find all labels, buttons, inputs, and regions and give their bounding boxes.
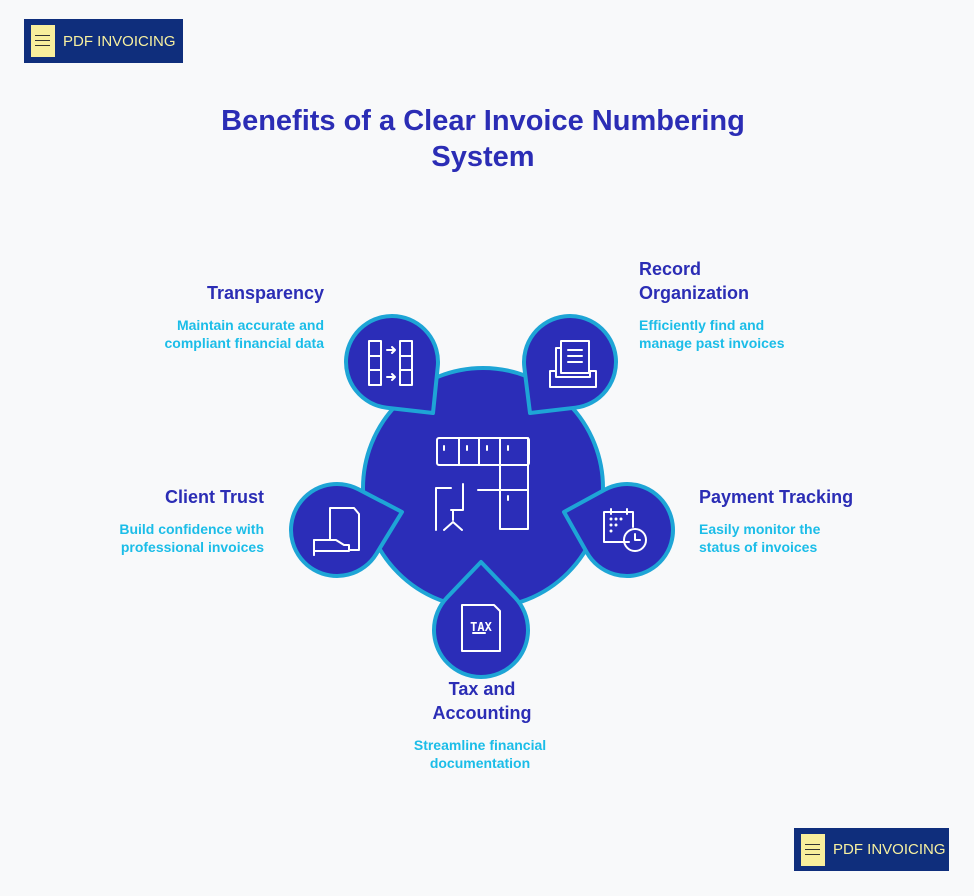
logo-text: PDF INVOICING <box>833 841 946 858</box>
tax-document-icon <box>461 604 501 652</box>
data-transfer-icon <box>368 340 413 386</box>
benefit-title-record-organization: Record Organization <box>639 259 750 303</box>
logo-bottom: PDF INVOICING <box>794 828 949 871</box>
benefit-desc-record-organization: Efficiently find and manage past invoice… <box>639 317 785 351</box>
benefit-desc-client-trust: Build confidence with professional invoi… <box>119 521 264 555</box>
petal-tax-and-accounting <box>432 560 530 679</box>
petal-payment-tracking <box>562 482 675 578</box>
benefit-desc-transparency: Maintain accurate and compliant financia… <box>164 317 324 351</box>
benefit-title-tax-accounting: Tax and Accounting <box>432 679 532 723</box>
calendar-clock-icon <box>603 508 647 552</box>
petal-client-trust <box>289 482 404 578</box>
benefit-desc-tax-accounting: Streamline financial documentation <box>413 737 547 771</box>
petal-record-organization <box>522 314 618 415</box>
logo-top: PDF INVOICING <box>24 19 183 63</box>
benefit-title-payment-tracking: Payment Tracking <box>699 487 854 507</box>
logo-doc-icon <box>801 833 825 866</box>
benefit-desc-payment-tracking: Easily monitor the status of invoices <box>699 521 821 555</box>
petal-transparency <box>344 314 440 415</box>
document-tray-icon <box>549 340 597 388</box>
benefit-title-transparency: Transparency <box>206 283 324 303</box>
logo-text: PDF INVOICING <box>63 32 176 50</box>
tax-icon-label: TAX <box>470 620 492 634</box>
hand-document-icon <box>313 507 360 556</box>
benefit-title-client-trust: Client Trust <box>164 487 264 507</box>
logo-doc-icon <box>31 25 55 57</box>
page-title: Benefits of a Clear Invoice Numbering Sy… <box>221 105 745 173</box>
office-layout-icon <box>435 437 530 531</box>
